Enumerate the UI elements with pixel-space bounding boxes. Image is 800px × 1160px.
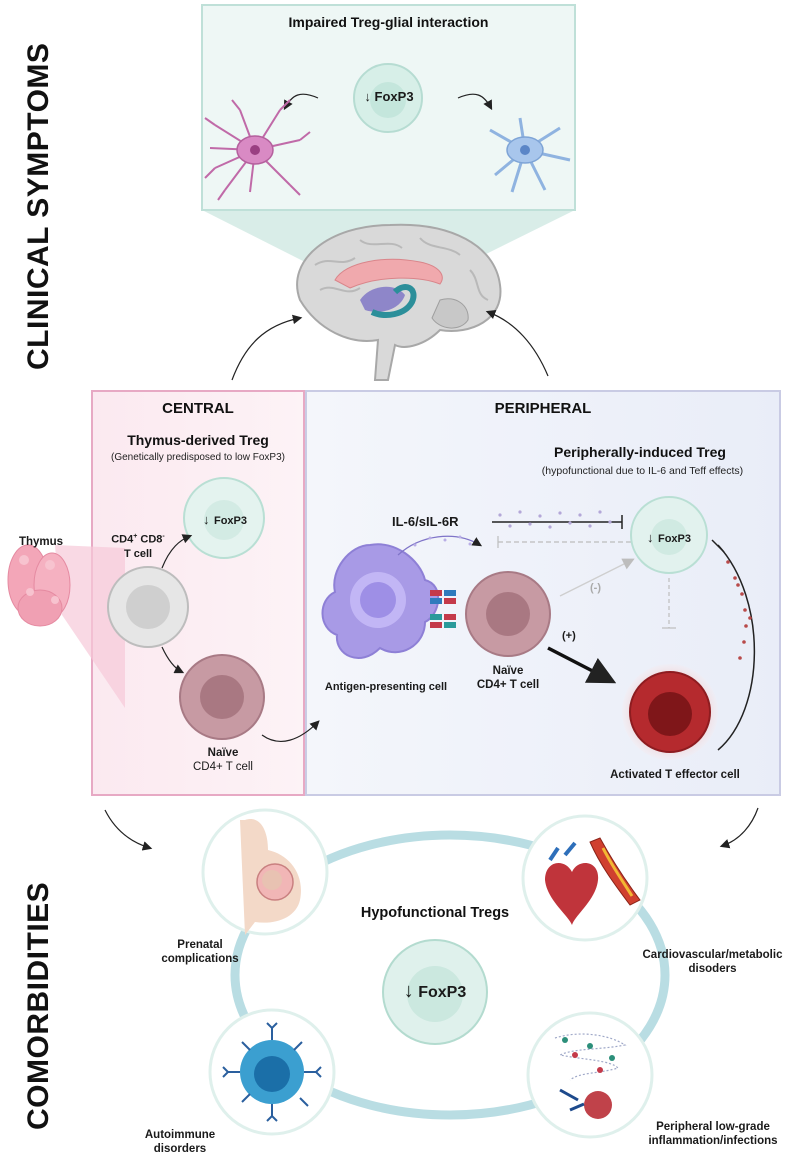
positive-sign: (+): [562, 630, 576, 642]
central-title: Thymus-derived Treg: [127, 432, 269, 448]
glia-panel-title: Impaired Treg-glial interaction: [288, 14, 489, 30]
heart-icon: [545, 837, 641, 925]
central-subtitle: (Genetically predisposed to low FoxP3): [111, 452, 285, 463]
thymus-icon: [7, 544, 71, 627]
down-arrow-icon: ↓: [203, 512, 210, 527]
peripheral-header: PERIPHERAL: [494, 400, 592, 417]
down-arrow-icon: ↓: [647, 530, 654, 545]
astrocyte-icon: [204, 99, 311, 201]
microglia-icon: [489, 117, 571, 193]
central-foxp3-label: ↓ FoxP3: [190, 511, 260, 529]
apc-label: Antigen-presenting cell: [324, 681, 448, 693]
hypofunctional-foxp3-label: ↓ FoxP3: [385, 980, 485, 1003]
down-arrow-icon: ↓: [403, 980, 414, 1002]
il6-label: IL-6/sIL-6R: [392, 514, 459, 529]
pregnancy-icon: [240, 819, 301, 935]
il6-dots: [498, 510, 612, 529]
brain-icon: [296, 223, 502, 381]
tcr-receptors: [430, 590, 456, 628]
down-arrow-icon: ↓: [364, 89, 371, 104]
central-header: CENTRAL: [162, 400, 234, 417]
peripheral-title: Peripherally-induced Treg: [554, 444, 726, 460]
peripheral-subtitle: (hypofunctional due to IL-6 and Teff eff…: [541, 465, 744, 477]
hypofunctional-title: Hypofunctional Tregs: [360, 905, 510, 921]
teff-label: Activated T effector cell: [610, 769, 740, 781]
thymus-label: Thymus: [18, 536, 64, 548]
negative-sign: (-): [590, 582, 601, 594]
foxp3-text: FoxP3: [657, 533, 691, 545]
inflammation-icon: [554, 1033, 627, 1119]
inflammation-bubble: [526, 1011, 654, 1139]
b-cell-icon: [222, 1022, 322, 1122]
peripheral-foxp3-label: ↓ FoxP3: [634, 529, 704, 547]
foxp3-text: FoxP3: [374, 89, 414, 104]
cd4-cd8-label: CD4+ CD8- T cell: [111, 533, 165, 560]
comorbidity-ring: [230, 830, 670, 1120]
glia-foxp3-label: ↓ FoxP3: [354, 89, 424, 104]
foxp3-text: FoxP3: [213, 515, 247, 527]
apc-icon: [321, 543, 440, 659]
foxp3-text: FoxP3: [418, 984, 467, 1001]
